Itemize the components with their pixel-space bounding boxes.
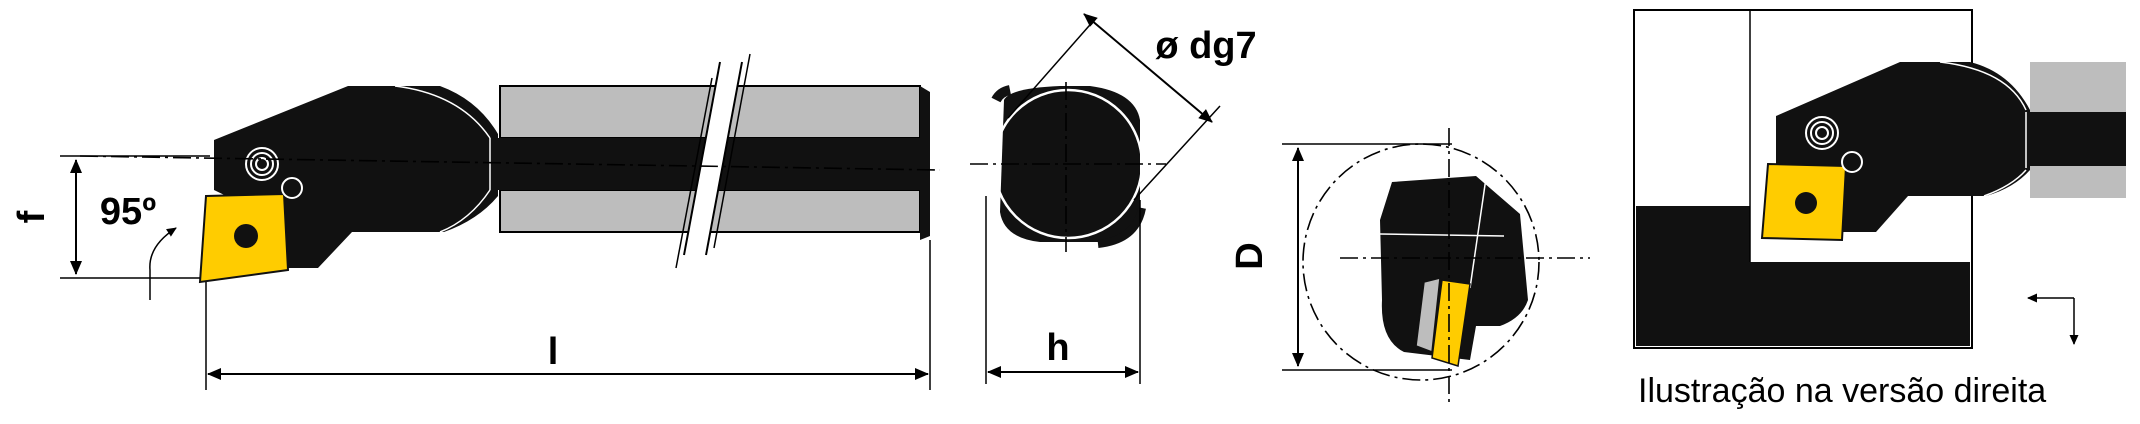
label-h: h: [1046, 327, 1069, 369]
bore-insert-grey: [1415, 277, 1441, 354]
insert-hole-icon: [234, 224, 258, 248]
illustration-clamp-screw-icon: [1805, 116, 1839, 150]
label-D: D: [1229, 242, 1271, 269]
angle-indicator: 95º: [100, 191, 177, 300]
label-l: l: [548, 331, 559, 373]
label-diameter: ø dg7: [1155, 25, 1256, 67]
dimension-l: l: [205, 240, 931, 390]
workpiece: [1636, 206, 1970, 346]
side-view-boring-bar: [79, 53, 941, 284]
bore-insert-yellow: [1431, 279, 1471, 367]
pin-icon: [281, 177, 303, 199]
label-f: f: [11, 210, 53, 223]
illustration-shank-grey-bottom: [2030, 166, 2126, 198]
shank-end: [920, 86, 930, 240]
illustration-shank-grey-top: [2030, 62, 2126, 112]
illustration-shank-dark: [2030, 112, 2126, 166]
label-angle: 95º: [100, 191, 156, 233]
cross-section-view: ø dg7 h: [970, 13, 1257, 384]
clamp-screw-icon: [245, 147, 279, 181]
bore-head-cross-section: [1380, 176, 1528, 360]
feed-direction-arrows-icon: [2027, 293, 2079, 345]
break-gap: [684, 62, 742, 255]
illustration-bar-head: [1776, 62, 2030, 232]
caption-right-version: Ilustração na versão direita: [1638, 372, 2046, 410]
bore-detail-view: D: [1229, 128, 1590, 402]
dimension-f: f: [11, 155, 210, 279]
right-version-illustration: [1633, 9, 2126, 349]
